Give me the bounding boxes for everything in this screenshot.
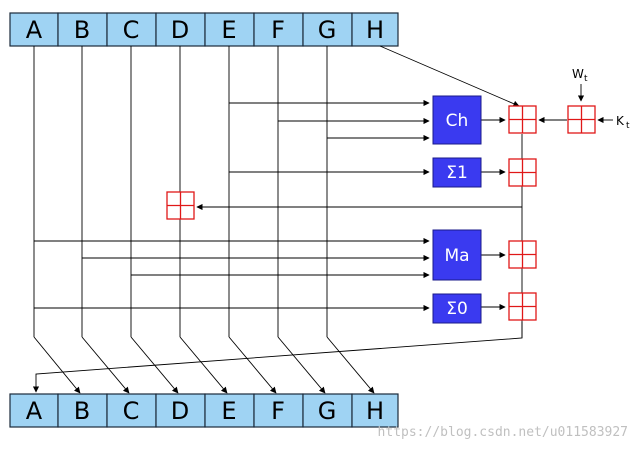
k-input-label: K t xyxy=(616,114,630,131)
register-top-h: H xyxy=(351,12,399,47)
register-top-f: F xyxy=(253,12,304,47)
sigma0-label: Σ0 xyxy=(446,299,468,319)
register-top-e: E xyxy=(204,12,255,47)
register-top-a: A xyxy=(9,12,59,47)
function-blocks: Ch Σ1 Ma Σ0 xyxy=(432,95,482,324)
register-bottom-f: F xyxy=(253,393,304,428)
sigma1-block: Σ1 xyxy=(432,157,482,188)
sigma1-label: Σ1 xyxy=(446,163,468,183)
adders xyxy=(166,105,596,321)
wire-g-to-h xyxy=(326,336,375,394)
w-subscript: t xyxy=(584,74,588,84)
register-label: G xyxy=(318,16,337,44)
wire-e-to-f xyxy=(228,336,277,394)
watermark-text: https://blog.csdn.net/u011583927 xyxy=(378,425,628,440)
wire-a-to-b xyxy=(33,336,81,394)
register-bottom-a: A xyxy=(9,393,59,428)
register-label: B xyxy=(74,16,90,44)
adder-icon xyxy=(508,240,537,269)
adder-icon xyxy=(567,105,596,134)
sigma0-block: Σ0 xyxy=(432,293,482,324)
w-input-label: W t xyxy=(572,67,588,84)
register-label: C xyxy=(123,16,140,44)
ch-label: Ch xyxy=(446,111,469,131)
register-label: B xyxy=(74,397,90,425)
register-bottom-h: H xyxy=(351,393,399,428)
bottom-register-row: A B C D E F G H xyxy=(9,393,399,428)
register-top-c: C xyxy=(106,12,157,47)
register-label: A xyxy=(26,16,43,44)
register-top-g: G xyxy=(302,12,353,47)
register-label: E xyxy=(221,16,236,44)
register-label: H xyxy=(366,16,384,44)
w-label: W xyxy=(572,67,584,81)
register-label: G xyxy=(318,397,337,425)
register-label: A xyxy=(26,397,43,425)
register-bottom-g: G xyxy=(302,393,353,428)
ma-block: Ma xyxy=(432,229,482,281)
register-label: D xyxy=(171,16,189,44)
register-bottom-c: C xyxy=(106,393,157,428)
wire-b-to-c xyxy=(81,336,130,394)
k-label: K xyxy=(616,114,625,128)
wire-output-to-a xyxy=(32,322,523,393)
adder-icon xyxy=(166,191,195,220)
adder-icon xyxy=(508,158,537,187)
adder-icon xyxy=(508,292,537,321)
wire-h-to-adder xyxy=(379,45,520,107)
register-label: F xyxy=(271,397,285,425)
register-bottom-d: D xyxy=(155,393,206,428)
wire-d-to-e xyxy=(179,336,228,394)
wire-f-to-g xyxy=(277,336,326,394)
register-bottom-b: B xyxy=(57,393,108,428)
ch-block: Ch xyxy=(432,95,482,145)
register-label: H xyxy=(366,397,384,425)
top-register-row: A B C D E F G H xyxy=(9,12,399,47)
ma-label: Ma xyxy=(444,246,469,266)
register-label: E xyxy=(221,397,236,425)
register-label: D xyxy=(171,397,189,425)
adder-icon xyxy=(508,105,537,134)
register-label: F xyxy=(271,16,285,44)
wires xyxy=(32,45,613,394)
register-top-b: B xyxy=(57,12,108,47)
register-label: C xyxy=(123,397,140,425)
register-top-d: D xyxy=(155,12,206,47)
register-bottom-e: E xyxy=(204,393,255,428)
k-subscript: t xyxy=(626,121,630,131)
